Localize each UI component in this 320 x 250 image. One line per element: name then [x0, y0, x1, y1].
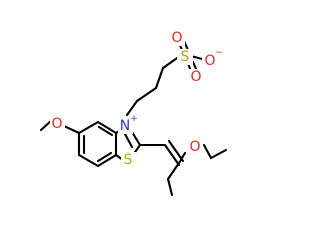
- bond: [209, 148, 228, 160]
- bond: [62, 124, 81, 135]
- bond: [166, 161, 181, 181]
- atom-labels: S O O O − N + S O O: [50, 30, 223, 168]
- bond: [96, 153, 118, 168]
- bond: [96, 120, 118, 135]
- ethoxy-oxygen-label: O: [189, 139, 200, 155]
- bond: [97, 125, 114, 137]
- ring-sulfur-label: S: [124, 152, 133, 168]
- bond: [130, 130, 142, 147]
- sulfonate-oxygen-anion-label: O: [204, 53, 215, 69]
- bond: [163, 143, 181, 167]
- sulfonate-oxygen-bottom-label: O: [190, 69, 201, 85]
- bond: [77, 153, 100, 168]
- bond: [77, 120, 100, 135]
- cation-charge-label: +: [130, 114, 138, 124]
- bond: [166, 177, 174, 197]
- sulfonate-oxygen-top-label: O: [171, 30, 182, 46]
- bond: [202, 143, 213, 160]
- bond: [167, 139, 185, 163]
- bond: [125, 99, 139, 117]
- anion-charge-label: −: [215, 48, 223, 58]
- sulfonate-sulfur-label: S: [181, 49, 190, 65]
- bond: [177, 151, 187, 165]
- bond: [135, 86, 158, 103]
- bond: [96, 151, 113, 163]
- ring-nitrogen-label: N: [120, 118, 130, 134]
- bond: [154, 66, 165, 90]
- chemical-structure-diagram: S O O O − N + S O O: [39, 30, 228, 197]
- methoxy-oxygen-label: O: [51, 116, 62, 132]
- bond: [123, 132, 134, 149]
